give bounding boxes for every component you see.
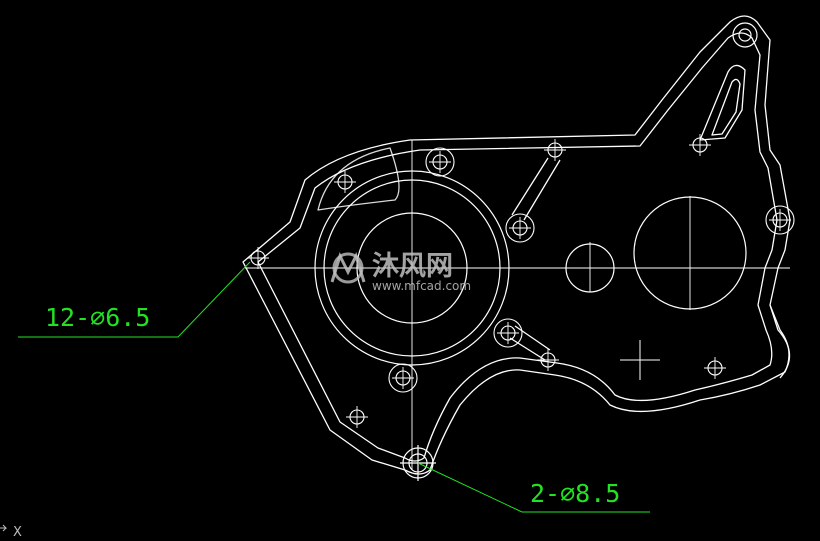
ucs-axis-label: X [13,525,22,540]
housing-left-lobe [317,147,400,211]
mfcad-logo-icon [330,251,366,284]
mounting-hole-boss [505,213,535,243]
housing-arm-slot [699,64,746,141]
small-centre-bore [565,243,615,293]
centre-lines [245,140,790,470]
watermark-url: www.mfcad.com [372,279,471,293]
large-right-bore [633,196,747,310]
crosshair-mark-lower [620,340,660,380]
housing-lower-rib [509,325,551,361]
mounting-hole-boss [388,363,418,393]
ucs-axis-icon: X [0,524,22,540]
dimension-leaders [18,261,650,513]
mounting-holes [247,134,795,428]
mounting-hole-crosshair [346,406,368,428]
housing-outer-contour [242,15,791,475]
mounting-hole-crosshair [334,171,356,193]
large-hole-upper-boss [732,22,758,48]
main-bore-inner [356,212,468,324]
mounting-hole-crosshair [769,209,791,231]
mounting-hole-crosshair [704,357,726,379]
housing-outline [242,15,791,475]
large-hole-upper [738,28,752,42]
housing-diagonal-rib [511,157,561,221]
mounting-hole-crosshair [537,349,559,371]
main-bore [314,170,510,366]
crosshair-marks [620,340,660,380]
mounting-hole-crosshair [429,151,451,173]
main-bore-outer [314,170,510,366]
mounting-hole-crosshair [247,247,269,269]
large-holes [400,22,758,481]
right-bores [565,196,747,310]
leader-line-small-holes [18,261,251,338]
hole-callout-small-text: 12-∅6.5 [45,303,150,332]
main-bore-middle [323,179,501,357]
watermark: 沐风网 www.mfcad.com [330,251,471,293]
housing-arm-slot-inner [711,78,741,136]
mounting-hole-boss [493,318,523,348]
hole-callout-large-text: 2-∅8.5 [530,479,620,508]
mounting-hole-crosshair [689,134,711,156]
mounting-hole-crosshair [544,139,566,161]
mounting-hole-boss [765,205,795,235]
mounting-hole-boss [425,147,455,177]
mounting-hole-crosshair [497,322,519,344]
leader-line-large-holes [417,462,650,513]
housing-right-tab [769,304,791,379]
mounting-hole-crosshair [509,217,531,239]
watermark-text: 沐风网 [372,251,453,282]
housing-inner-contour [257,32,778,462]
mounting-hole-crosshair [392,367,414,389]
